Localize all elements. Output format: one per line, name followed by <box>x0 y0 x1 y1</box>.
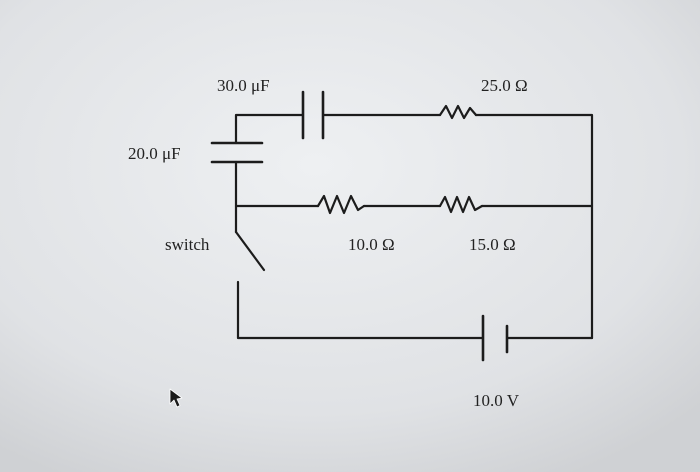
left-wire-lower <box>236 280 484 340</box>
resistor-10-ohm-label: 10.0 Ω <box>348 235 395 254</box>
switch-blade <box>234 230 266 272</box>
resistor-25-ohm <box>438 104 478 120</box>
mouse-pointer-icon <box>169 388 183 408</box>
capacitor-20uF-label: 20.0 μF <box>128 144 181 163</box>
resistor-25-ohm-label: 25.0 Ω <box>481 76 528 95</box>
capacitor-30uF-label: 30.0 μF <box>217 76 270 95</box>
resistor-15-ohm <box>438 195 484 214</box>
top-wire-left <box>234 113 304 145</box>
resistor-10-ohm <box>316 194 366 215</box>
battery-label: 10.0 V <box>473 391 519 410</box>
top-wire-right <box>474 113 594 340</box>
switch-label: switch <box>165 235 210 254</box>
resistor-15-ohm-label: 15.0 Ω <box>469 235 516 254</box>
